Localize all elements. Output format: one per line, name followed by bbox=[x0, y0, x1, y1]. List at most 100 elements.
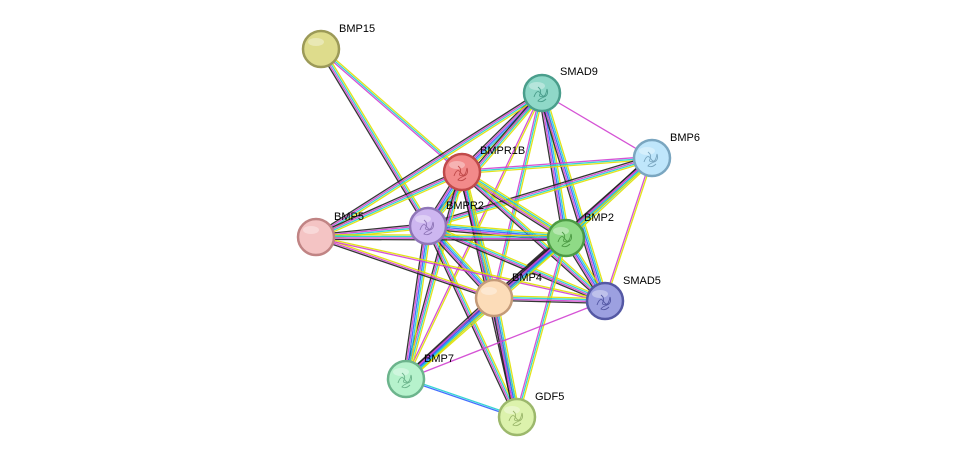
edge-evidence-line bbox=[406, 298, 496, 381]
edge-evidence-line bbox=[603, 157, 652, 301]
edge-evidence-line bbox=[491, 298, 517, 418]
node-circle[interactable] bbox=[522, 73, 562, 113]
node-circle[interactable] bbox=[442, 152, 482, 192]
edge-bmp4-bmp7[interactable] bbox=[403, 295, 497, 382]
edge-evidence-line bbox=[321, 47, 464, 172]
edge-bmp4-gdf5[interactable] bbox=[490, 297, 521, 418]
edge-evidence-line bbox=[462, 170, 568, 238]
edge-bmp7-smad5[interactable] bbox=[405, 300, 606, 380]
edge-evidence-line bbox=[405, 297, 495, 380]
node-bmp15[interactable]: BMP15 bbox=[301, 23, 375, 69]
node-label: BMP5 bbox=[334, 211, 364, 223]
edge-evidence-line bbox=[494, 297, 520, 417]
protein-structure-icon bbox=[419, 219, 435, 236]
node-circle[interactable] bbox=[546, 218, 586, 258]
edge-smad9-bmp5[interactable] bbox=[314, 90, 544, 240]
node-label: BMP15 bbox=[339, 23, 375, 35]
node-label: SMAD5 bbox=[623, 275, 661, 287]
edge-evidence-line bbox=[491, 92, 542, 298]
edge-bmp2-bmpr1b[interactable] bbox=[461, 171, 567, 239]
node-bmpr1b[interactable]: BMPR1B bbox=[442, 145, 525, 192]
edge-evidence-line bbox=[538, 93, 603, 303]
edge-evidence-line bbox=[461, 157, 653, 173]
edge-evidence-line bbox=[402, 225, 426, 379]
node-bmp4[interactable]: BMP4 bbox=[474, 272, 542, 318]
edge-evidence-line bbox=[427, 155, 652, 225]
node-circle[interactable] bbox=[301, 29, 341, 69]
edge-evidence-line bbox=[315, 237, 494, 301]
edge-evidence-line bbox=[408, 226, 432, 380]
edge-bmp5-smad5[interactable] bbox=[315, 235, 606, 303]
node-highlight bbox=[529, 82, 545, 90]
node-highlight bbox=[415, 215, 431, 223]
edge-evidence-line bbox=[428, 223, 567, 238]
edge-evidence-line bbox=[544, 91, 609, 301]
node-circle[interactable] bbox=[296, 217, 336, 257]
edge-evidence-line bbox=[542, 92, 608, 301]
node-label: BMP2 bbox=[584, 212, 614, 224]
edge-evidence-line bbox=[320, 48, 463, 173]
edge-evidence-line bbox=[315, 170, 462, 237]
edge-bmp6-bmpr1b[interactable] bbox=[461, 155, 653, 175]
edge-evidence-line bbox=[405, 225, 429, 380]
node-circle[interactable] bbox=[474, 278, 514, 318]
node-gdf5[interactable]: GDF5 bbox=[497, 391, 564, 437]
node-label: BMP4 bbox=[512, 272, 542, 284]
edge-bmpr1b-bmp5[interactable] bbox=[314, 169, 464, 240]
protein-structure-icon bbox=[453, 165, 469, 182]
edge-evidence-line bbox=[315, 237, 605, 303]
edge-evidence-line bbox=[316, 172, 463, 239]
edge-evidence-line bbox=[406, 377, 518, 417]
edge-evidence-line bbox=[605, 158, 654, 302]
node-bmp5[interactable]: BMP5 bbox=[296, 211, 364, 257]
edge-bmp5-bmp4[interactable] bbox=[315, 234, 495, 301]
node-smad5[interactable]: SMAD5 bbox=[585, 275, 661, 321]
edge-evidence-line bbox=[517, 238, 569, 418]
node-highlight bbox=[592, 290, 608, 298]
edge-evidence-line bbox=[407, 299, 497, 382]
protein-structure-icon bbox=[643, 151, 659, 168]
edge-evidence-line bbox=[427, 226, 605, 303]
edge-evidence-line bbox=[314, 90, 542, 236]
edge-smad9-smad5[interactable] bbox=[538, 91, 609, 303]
node-bmp2[interactable]: BMP2 bbox=[546, 212, 614, 258]
edge-evidence-line bbox=[403, 295, 493, 378]
edge-evidence-line bbox=[462, 158, 653, 175]
node-bmpr2[interactable]: BMPR2 bbox=[408, 200, 484, 246]
node-bmp7[interactable]: BMP7 bbox=[386, 353, 454, 399]
node-label: SMAD9 bbox=[560, 66, 598, 78]
edge-evidence-line bbox=[461, 155, 652, 172]
edge-smad9-bmp6[interactable] bbox=[541, 92, 653, 159]
node-circle[interactable] bbox=[408, 206, 448, 246]
edge-evidence-line bbox=[428, 93, 544, 227]
edge-bmp7-gdf5[interactable] bbox=[405, 377, 518, 419]
edge-evidence-line bbox=[316, 173, 464, 240]
edge-evidence-line bbox=[567, 159, 655, 241]
node-smad9[interactable]: SMAD9 bbox=[522, 66, 598, 113]
edge-bmp6-bmpr2[interactable] bbox=[427, 155, 653, 229]
node-circle[interactable] bbox=[632, 138, 672, 178]
node-circle[interactable] bbox=[497, 397, 537, 437]
edge-bmpr2-bmp7[interactable] bbox=[402, 225, 432, 380]
edge-evidence-line bbox=[426, 227, 605, 304]
edge-evidence-line bbox=[315, 91, 542, 237]
node-label: BMP7 bbox=[424, 353, 454, 365]
edge-evidence-line bbox=[428, 158, 653, 228]
node-highlight bbox=[481, 287, 497, 295]
node-circle[interactable] bbox=[386, 359, 426, 399]
edge-evidence-line bbox=[541, 92, 606, 302]
node-highlight bbox=[553, 227, 569, 235]
edge-bmp15-bmpr1b[interactable] bbox=[319, 47, 464, 174]
edge-evidence-line bbox=[428, 222, 567, 236]
node-bmp6[interactable]: BMP6 bbox=[632, 132, 700, 178]
node-highlight bbox=[308, 38, 324, 46]
node-circle[interactable] bbox=[585, 281, 625, 321]
edge-evidence-line bbox=[403, 225, 428, 379]
edge-bmp6-smad5[interactable] bbox=[603, 157, 654, 302]
edge-evidence-line bbox=[404, 296, 494, 379]
protein-structure-icon bbox=[397, 372, 413, 389]
node-label: BMPR1B bbox=[480, 145, 525, 157]
node-highlight bbox=[639, 147, 655, 155]
